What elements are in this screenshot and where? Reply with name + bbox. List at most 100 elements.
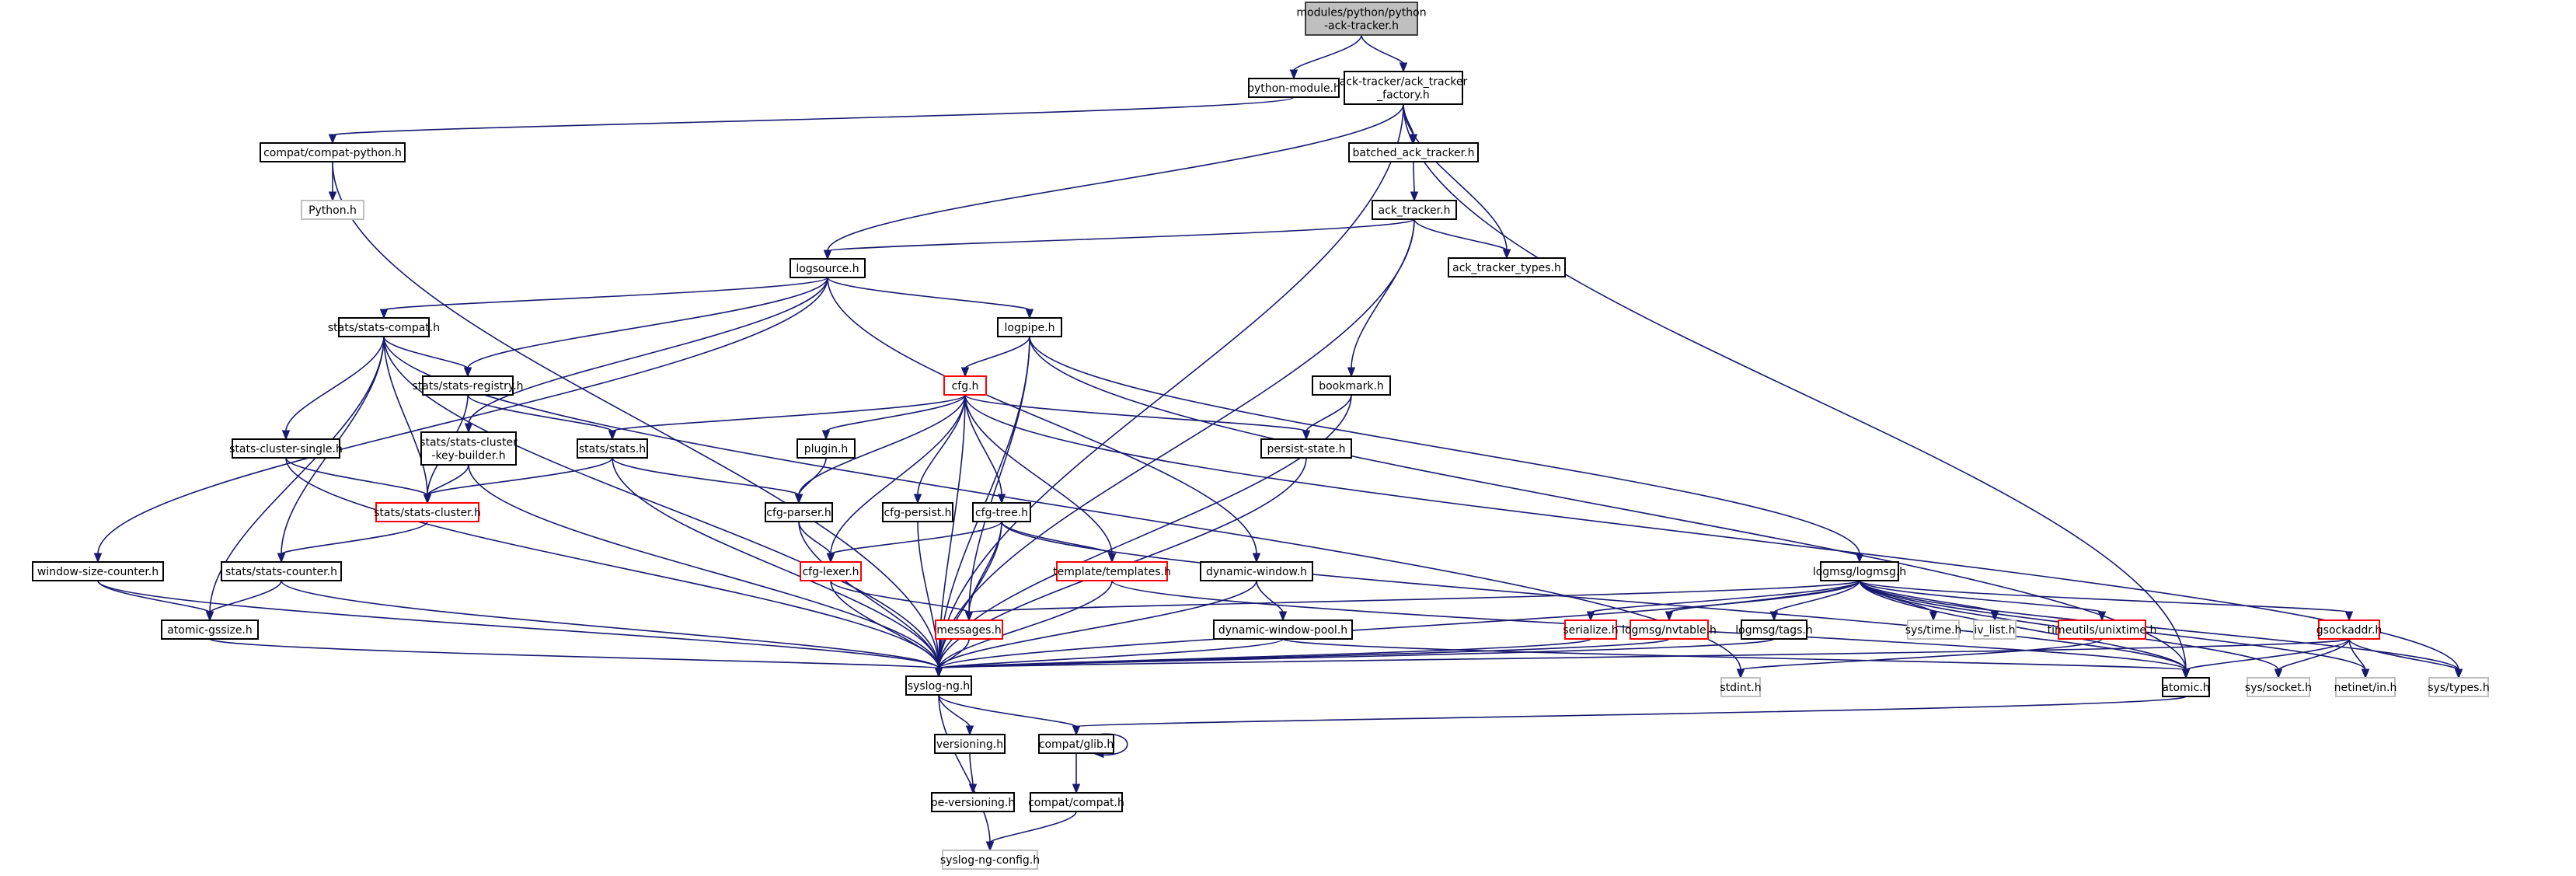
node-box xyxy=(2318,619,2380,640)
node-syslog-ng[interactable]: syslog-ng.h xyxy=(905,675,972,696)
node-label: stats/stats-counter.h xyxy=(225,566,337,578)
node-label: logpipe.h xyxy=(1005,322,1055,334)
edge-logpipe-to-cfg xyxy=(960,336,1030,378)
node-cfg-lexer[interactable]: cfg-lexer.h xyxy=(800,561,862,581)
node-netinet-in[interactable]: netinet/in.h xyxy=(2334,677,2397,697)
node-python-h[interactable]: Python.h xyxy=(301,200,364,220)
edge-cfg-to-cfg_tree xyxy=(964,394,1006,504)
node-versioning[interactable]: versioning.h xyxy=(934,734,1006,754)
node-box xyxy=(2058,619,2146,640)
node-box xyxy=(1213,619,1353,640)
node-logpipe[interactable]: logpipe.h xyxy=(997,317,1062,337)
node-plugin[interactable]: plugin.h xyxy=(797,438,856,459)
node-ack-factory[interactable]: ack-tracker/ack_tracker_factory.h xyxy=(1340,71,1468,105)
node-box xyxy=(260,142,406,162)
node-compat-glib[interactable]: compat/glib.h xyxy=(1038,734,1114,754)
node-ack-tracker[interactable]: ack_tracker.h xyxy=(1372,200,1457,220)
node-cfg[interactable]: cfg.h xyxy=(943,375,987,396)
node-ack-types[interactable]: ack_tracker_types.h xyxy=(1448,257,1566,277)
arrowhead-icon xyxy=(964,611,974,622)
node-label: stats/stats-cluster xyxy=(420,437,518,449)
edge-cfg-to-plugin xyxy=(821,394,966,441)
node-iv-list[interactable]: iv_list.h xyxy=(1973,619,2017,640)
node-sys-socket[interactable]: sys/socket.h xyxy=(2245,677,2312,697)
node-box xyxy=(790,258,866,278)
node-box xyxy=(2335,677,2396,697)
node-gsockaddr[interactable]: gsockaddr.h xyxy=(2316,619,2382,640)
node-templates[interactable]: template/templates.h xyxy=(1053,561,1171,581)
node-persist-state[interactable]: persist-state.h xyxy=(1260,438,1352,459)
node-bookmark[interactable]: bookmark.h xyxy=(1312,375,1391,396)
node-pe-versioning[interactable]: pe-versioning.h xyxy=(931,792,1015,812)
node-compat-compat[interactable]: compat/compat.h xyxy=(1028,792,1124,812)
node-stats-stats[interactable]: stats/stats.h xyxy=(577,438,648,459)
node-label: compat/glib.h xyxy=(1039,738,1114,751)
node-batched[interactable]: batched_ack_tracker.h xyxy=(1348,142,1479,162)
edge-cfg-to-stats_stats xyxy=(608,394,966,441)
node-label: sys/types.h xyxy=(2428,682,2489,694)
edge-stats_ckb-to-syslog_ng xyxy=(468,464,943,678)
node-label: logmsg/logmsg.h xyxy=(1813,566,1906,578)
node-unixtime[interactable]: timeutils/unixtime.h xyxy=(2048,619,2157,640)
node-sys-time[interactable]: sys/time.h xyxy=(1905,619,1962,640)
nodes-layer: modules/python/python-ack-tracker.hpytho… xyxy=(32,2,2490,870)
node-box xyxy=(577,438,648,459)
edge-gsockaddr-to-atomic xyxy=(2181,638,2350,679)
node-logsource[interactable]: logsource.h xyxy=(790,258,866,278)
edge-stats_compat-to-stdint xyxy=(383,336,1745,679)
node-box xyxy=(972,502,1031,522)
node-box xyxy=(232,438,340,459)
node-label: stats-cluster-single.h xyxy=(229,443,343,455)
node-label: python-module.h xyxy=(1247,82,1340,95)
edge-plugin-to-cfg_parser xyxy=(794,457,827,504)
node-logmsg[interactable]: logmsg/logmsg.h xyxy=(1813,561,1906,581)
node-stats-cluster[interactable]: stats/stats-cluster.h xyxy=(374,502,481,522)
node-tags[interactable]: logmsg/tags.h xyxy=(1735,619,1813,640)
node-stats-registry[interactable]: stats/stats-registry.h xyxy=(412,375,524,396)
edge-stats_cluster_single-to-stats_cluster xyxy=(285,457,432,504)
edge-syslog_ng-to-versioning xyxy=(938,694,974,736)
arrowhead-icon xyxy=(2344,611,2354,622)
arrowhead-icon xyxy=(608,430,617,441)
node-label: Python.h xyxy=(308,204,357,217)
node-label: compat/compat-python.h xyxy=(263,147,402,159)
node-stdint[interactable]: stdint.h xyxy=(1720,677,1762,697)
node-dynamic-window[interactable]: dynamic-window.h xyxy=(1200,561,1313,581)
node-cfg-tree[interactable]: cfg-tree.h xyxy=(972,502,1031,522)
node-label: logmsg/tags.h xyxy=(1735,624,1812,637)
node-sys-types[interactable]: sys/types.h xyxy=(2428,677,2490,697)
node-stats-compat[interactable]: stats/stats-compat.h xyxy=(328,317,440,337)
node-label: modules/python/python xyxy=(1296,7,1426,19)
node-box xyxy=(375,502,479,522)
node-dwpool[interactable]: dynamic-window-pool.h xyxy=(1213,619,1353,640)
node-cfg-parser[interactable]: cfg-parser.h xyxy=(765,502,833,522)
arrowhead-icon xyxy=(1929,611,1938,622)
node-syslog-ng-config[interactable]: syslog-ng-config.h xyxy=(940,850,1040,870)
node-atomic[interactable]: atomic.h xyxy=(2162,677,2210,697)
node-box xyxy=(1630,619,1709,640)
edge-ack_factory-to-ack_types xyxy=(1403,103,1511,260)
node-label: cfg.h xyxy=(952,380,979,393)
node-messages[interactable]: messages.h xyxy=(935,619,1003,640)
node-window-size-counter[interactable]: window-size-counter.h xyxy=(32,561,164,581)
node-python-module[interactable]: python-module.h xyxy=(1247,78,1340,98)
node-atomic-gssize[interactable]: atomic-gssize.h xyxy=(161,619,259,640)
edge-logmsg-to-messages xyxy=(964,580,1860,622)
node-nvtable[interactable]: logmsg/nvtable.h xyxy=(1622,619,1717,640)
node-serialize[interactable]: serialize.h xyxy=(1563,619,1619,640)
arrowhead-icon xyxy=(965,725,974,736)
node-stats-counter[interactable]: stats/stats-counter.h xyxy=(221,561,342,581)
edge-compat_glib-to-compat_compat xyxy=(1072,752,1081,794)
node-label: logsource.h xyxy=(796,263,859,275)
node-compat-python[interactable]: compat/compat-python.h xyxy=(260,142,406,162)
node-label: logmsg/nvtable.h xyxy=(1622,624,1717,637)
edge-logsource-to-dynamic_window xyxy=(827,277,1261,564)
node-label: serialize.h xyxy=(1563,624,1618,637)
node-box xyxy=(1344,71,1463,105)
node-cfg-persist[interactable]: cfg-persist.h xyxy=(882,502,953,522)
edge-stats_stats-to-stats_cluster xyxy=(423,457,613,504)
node-stats-ckb[interactable]: stats/stats-cluster-key-builder.h xyxy=(420,431,518,466)
node-box xyxy=(2428,677,2489,697)
node-stats-cluster-single[interactable]: stats-cluster-single.h xyxy=(229,438,343,459)
node-box xyxy=(1907,619,1960,640)
